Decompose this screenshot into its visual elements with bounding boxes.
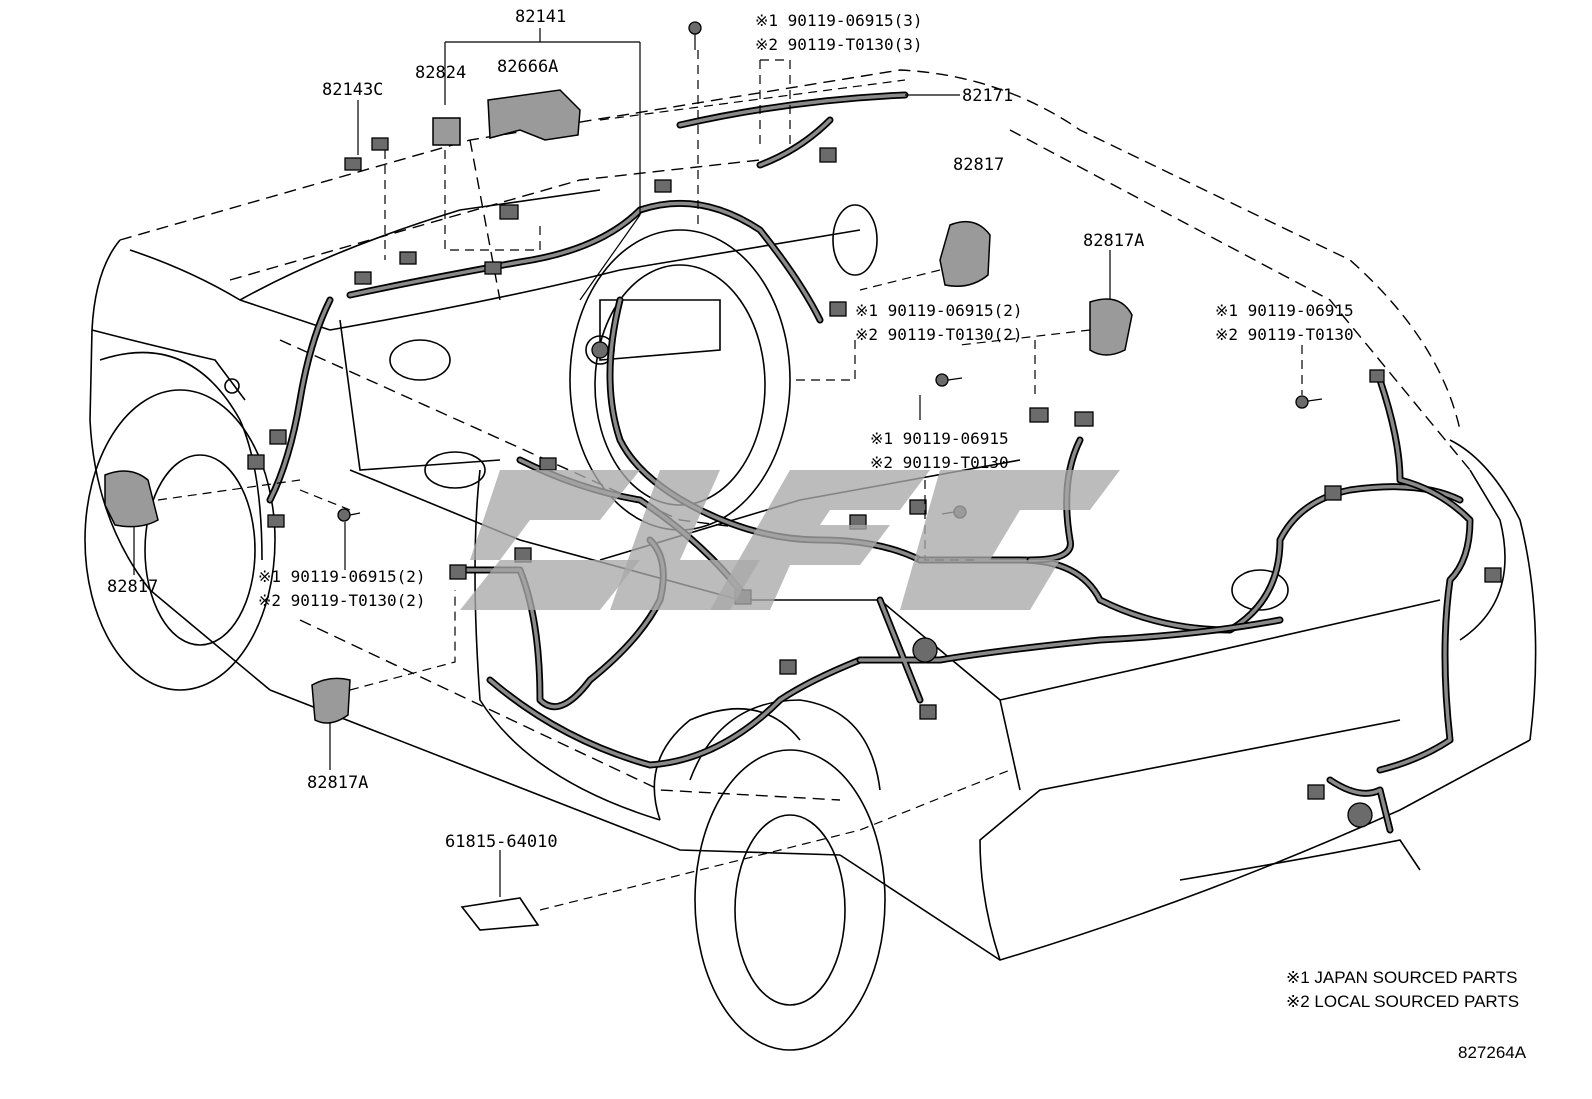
label-82817A-top: 82817A (1083, 231, 1144, 251)
part-82817A-top-shape (1089, 298, 1133, 356)
bolt-callouts: ※1 90119-06915(3) ※2 90119-T0130(3) ※1 9… (258, 11, 1354, 610)
label-82143C: 82143C (322, 80, 383, 100)
legend-line2: ※2 LOCAL SOURCED PARTS (1286, 992, 1519, 1011)
label-82666A: 82666A (497, 57, 558, 77)
bolt-left-line1: ※1 90119-06915(2) (258, 567, 426, 586)
car-body-outline (84, 69, 1537, 1051)
part-82824-shape (432, 117, 461, 146)
label-82171: 82171 (962, 86, 1013, 106)
label-82824: 82824 (415, 63, 466, 83)
legend: ※1 JAPAN SOURCED PARTS ※2 LOCAL SOURCED … (1286, 968, 1527, 1062)
label-82817-top: 82817 (953, 155, 1004, 175)
diagram-id: 827264A (1458, 1043, 1527, 1062)
leader-lines (133, 28, 1303, 911)
bolt-mid-line2: ※2 90119-T0130(2) (855, 325, 1023, 344)
legend-line1: ※1 JAPAN SOURCED PARTS (1286, 968, 1518, 987)
label-61815-64010: 61815-64010 (445, 832, 558, 852)
part-82666A-shape (487, 89, 581, 141)
bolt-icon (1295, 395, 1323, 409)
bolt-icon (935, 373, 963, 387)
bolt-center-line1: ※1 90119-06915 (870, 429, 1009, 448)
label-82141: 82141 (515, 7, 566, 27)
bolt-top-line2: ※2 90119-T0130(3) (755, 35, 923, 54)
watermark-logo (460, 470, 1120, 610)
bolt-right-line2: ※2 90119-T0130 (1215, 325, 1354, 344)
part-82817A-bottom-shape (311, 677, 351, 724)
bolt-icon (337, 508, 361, 522)
bolt-icon (688, 21, 702, 50)
bolt-mid-line1: ※1 90119-06915(2) (855, 301, 1023, 320)
label-82817-left: 82817 (107, 577, 158, 597)
label-82817A-bottom: 82817A (307, 773, 368, 793)
bolt-top-line1: ※1 90119-06915(3) (755, 11, 923, 30)
part-61815-label-plate (460, 897, 540, 931)
part-82817-left-shape (104, 470, 159, 528)
bolt-left-line2: ※2 90119-T0130(2) (258, 591, 426, 610)
parts (104, 89, 1133, 931)
part-82817-top-shape (939, 220, 991, 287)
bolt-right-line1: ※1 90119-06915 (1215, 301, 1354, 320)
part-labels: 82141 82824 82666A 82143C 82171 82817 82… (107, 7, 1144, 852)
bolt-center-line2: ※2 90119-T0130 (870, 453, 1009, 472)
